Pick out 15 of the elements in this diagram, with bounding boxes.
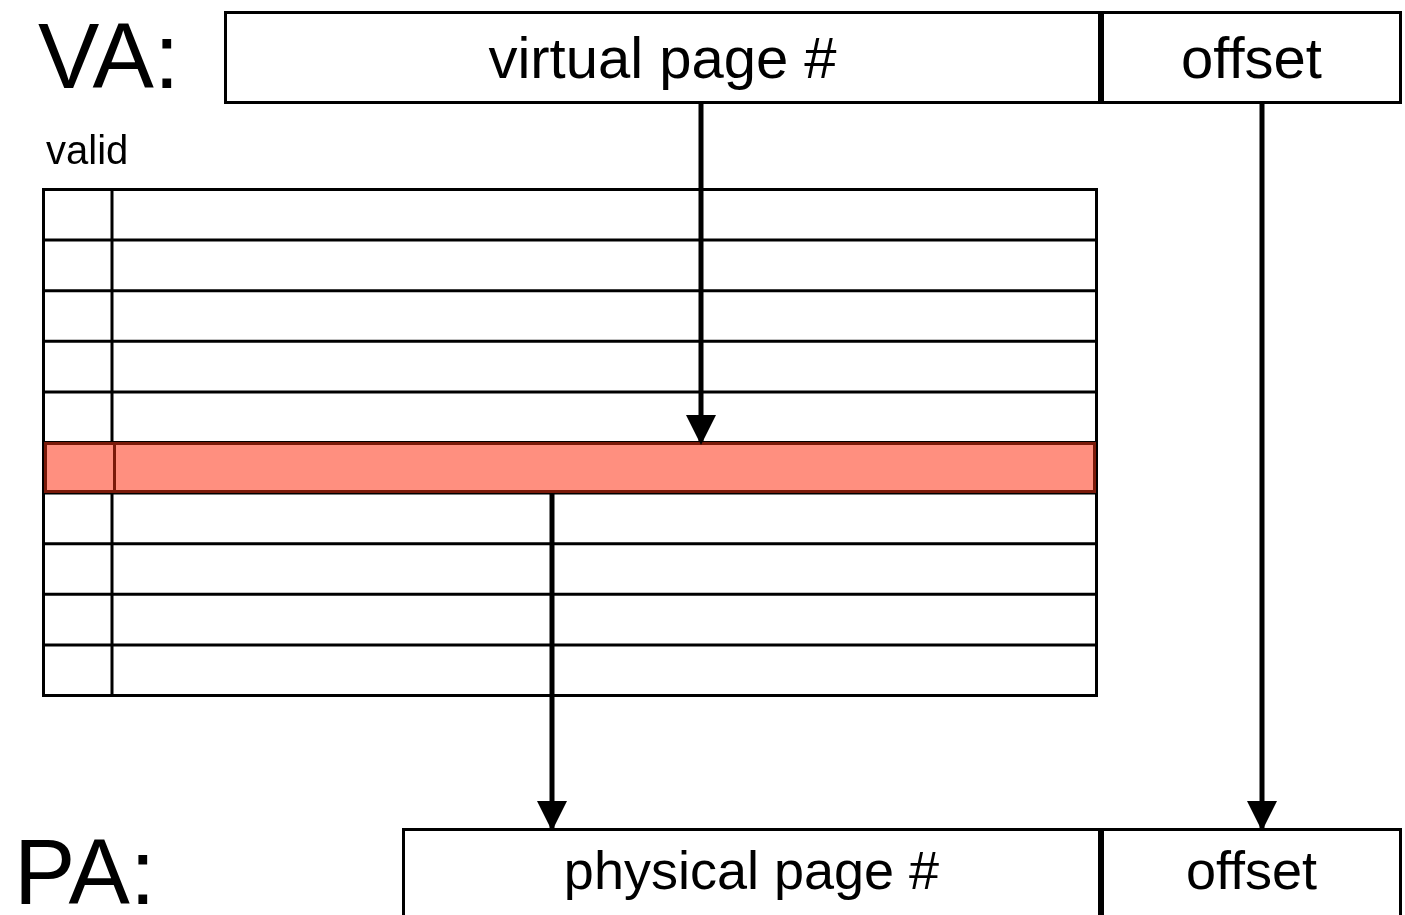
address-field — [1101, 11, 1402, 104]
address-label: PA: — [14, 826, 156, 915]
field-label: physical page # — [563, 839, 940, 901]
arrow — [686, 104, 716, 445]
highlighted-row — [44, 442, 1096, 493]
column-label: valid — [46, 128, 129, 173]
field-label: virtual page # — [488, 24, 837, 91]
field-label: offset — [1185, 839, 1318, 901]
arrow — [537, 493, 567, 831]
address-field — [224, 11, 1101, 104]
address-label: VA: — [38, 10, 180, 102]
field-label: offset — [1181, 24, 1322, 91]
address-field — [402, 828, 1101, 915]
arrow — [1247, 104, 1277, 831]
address-field — [1101, 828, 1402, 915]
